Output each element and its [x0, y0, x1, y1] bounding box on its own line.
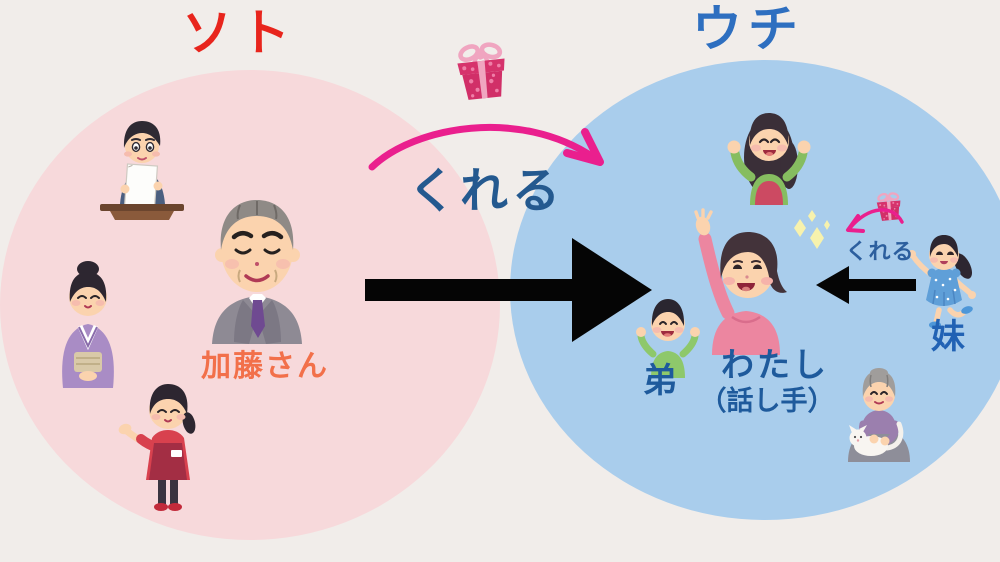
- watashi-subcaption: （話し手）: [699, 386, 835, 417]
- little-brother-icon: [636, 299, 700, 378]
- kato-san-icon: [212, 200, 302, 344]
- mother-icon: [727, 113, 811, 205]
- grandma-with-cat-icon: [848, 368, 910, 462]
- watashi-caption: わたし: [721, 345, 829, 384]
- little-sister-icon: [908, 235, 976, 328]
- gift-icon: [447, 37, 517, 105]
- kureru-small-label: くれる: [845, 240, 915, 265]
- kimono-woman-icon: [62, 261, 114, 388]
- gift-icon-small: [874, 190, 904, 223]
- announcer-man-icon: [100, 121, 184, 220]
- uchi-label: ウチ: [692, 0, 804, 58]
- soto-label: ソト: [182, 4, 298, 62]
- shop-clerk-icon: [118, 384, 196, 511]
- otouto-caption: 弟: [643, 361, 677, 401]
- imouto-caption: 妹: [931, 317, 965, 357]
- speaker-woman-icon: [694, 208, 787, 355]
- kato-san-caption: 加藤さん: [201, 349, 329, 384]
- kureru-main-label: くれる: [407, 163, 564, 219]
